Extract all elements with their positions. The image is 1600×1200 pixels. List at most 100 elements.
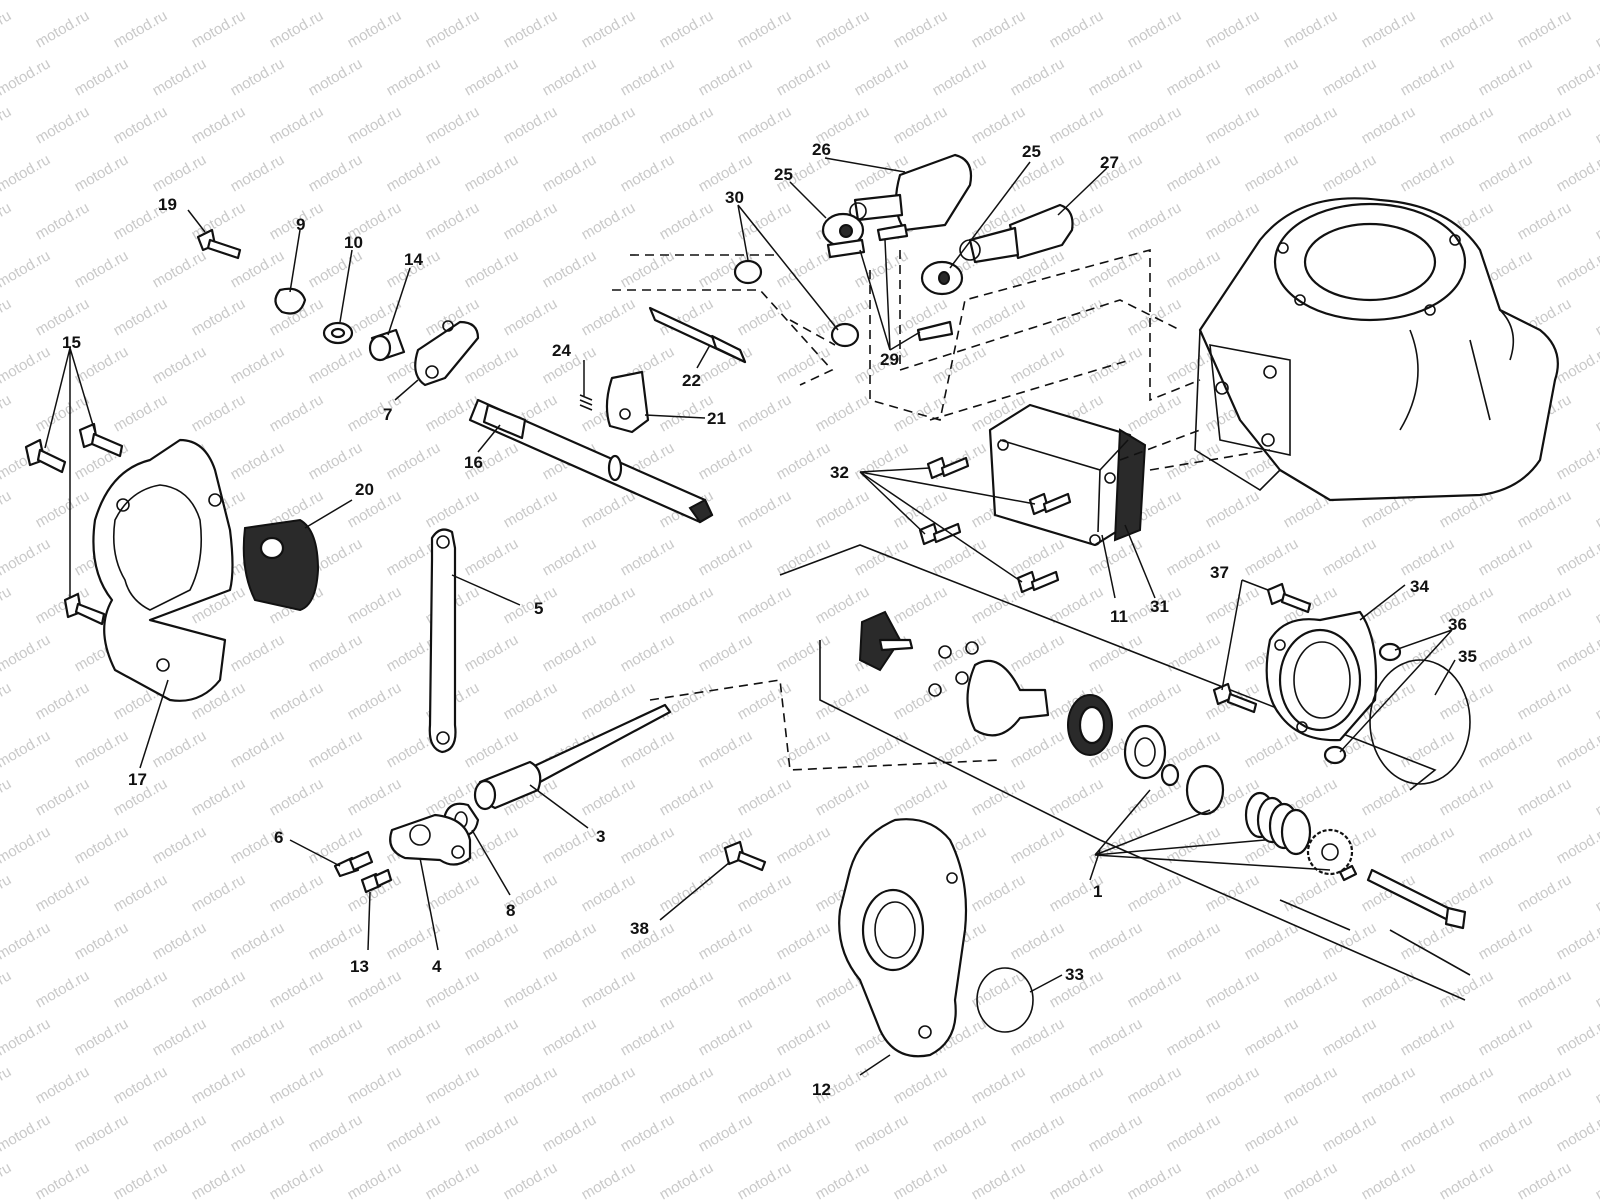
watermark-text: motod.ru bbox=[852, 1111, 912, 1155]
watermark-text: motod.ru bbox=[1125, 679, 1185, 723]
watermark-text: motod.ru bbox=[462, 535, 522, 579]
watermark-text: motod.ru bbox=[501, 7, 561, 51]
watermark-text: motod.ru bbox=[0, 679, 14, 723]
watermark-text: motod.ru bbox=[735, 487, 795, 531]
watermark-text: motod.ru bbox=[72, 727, 132, 771]
watermark-text: motod.ru bbox=[1515, 7, 1575, 51]
callout-7: 7 bbox=[383, 405, 392, 424]
watermark-text: motod.ru bbox=[774, 55, 834, 99]
watermark-text: motod.ru bbox=[189, 775, 249, 819]
watermark-text: motod.ru bbox=[150, 823, 210, 867]
watermark-text: motod.ru bbox=[345, 391, 405, 435]
watermark-text: motod.ru bbox=[813, 7, 873, 51]
watermark-text: motod.ru bbox=[1593, 775, 1600, 819]
part-10-washer bbox=[322, 321, 354, 345]
watermark-text: motod.ru bbox=[1515, 583, 1575, 627]
watermark-text: motod.ru bbox=[618, 151, 678, 195]
watermark-text: motod.ru bbox=[0, 727, 53, 771]
watermark-text: motod.ru bbox=[462, 727, 522, 771]
watermark-text: motod.ru bbox=[891, 1159, 951, 1200]
watermark-text: motod.ru bbox=[1008, 0, 1068, 3]
watermark-text: motod.ru bbox=[657, 583, 717, 627]
watermark-text: motod.ru bbox=[72, 55, 132, 99]
watermark-text: motod.ru bbox=[891, 775, 951, 819]
watermark-text: motod.ru bbox=[0, 1015, 53, 1059]
watermark-text: motod.ru bbox=[1281, 103, 1341, 147]
watermark-text: motod.ru bbox=[1476, 1111, 1536, 1155]
watermark-text: motod.ru bbox=[0, 151, 53, 195]
watermark-text: motod.ru bbox=[0, 487, 14, 531]
watermark-text: motod.ru bbox=[618, 1015, 678, 1059]
watermark-text: motod.ru bbox=[0, 919, 53, 963]
watermark-text: motod.ru bbox=[501, 967, 561, 1011]
watermark-text: motod.ru bbox=[1359, 103, 1419, 147]
watermark-text: motod.ru bbox=[111, 871, 171, 915]
watermark-text: motod.ru bbox=[735, 967, 795, 1011]
watermark-text: motod.ru bbox=[462, 1111, 522, 1155]
watermark-text: motod.ru bbox=[1164, 631, 1224, 675]
watermark-text: motod.ru bbox=[267, 871, 327, 915]
watermark-text: motod.ru bbox=[579, 487, 639, 531]
watermark-text: motod.ru bbox=[111, 1063, 171, 1107]
watermark-text: motod.ru bbox=[33, 871, 93, 915]
watermark-text: motod.ru bbox=[1554, 535, 1600, 579]
watermark-text: motod.ru bbox=[72, 919, 132, 963]
watermark-text: motod.ru bbox=[618, 631, 678, 675]
watermark-text: motod.ru bbox=[1125, 295, 1185, 339]
watermark-text: motod.ru bbox=[696, 631, 756, 675]
part-15-bolts bbox=[24, 422, 124, 626]
watermark-text: motod.ru bbox=[579, 775, 639, 819]
pump-seal-bearing bbox=[1067, 694, 1225, 816]
watermark-text: motod.ru bbox=[540, 919, 600, 963]
watermark-text: motod.ru bbox=[540, 151, 600, 195]
watermark-text: motod.ru bbox=[696, 1111, 756, 1155]
watermark-text: motod.ru bbox=[696, 535, 756, 579]
watermark-text: motod.ru bbox=[423, 199, 483, 243]
watermark-text: motod.ru bbox=[267, 1159, 327, 1200]
watermark-text: motod.ru bbox=[657, 775, 717, 819]
watermark-text: motod.ru bbox=[1008, 1015, 1068, 1059]
watermark-text: motod.ru bbox=[735, 775, 795, 819]
watermark-text: motod.ru bbox=[1359, 775, 1419, 819]
watermark-text: motod.ru bbox=[540, 1015, 600, 1059]
watermark-text: motod.ru bbox=[33, 103, 93, 147]
watermark-text: motod.ru bbox=[540, 0, 600, 3]
watermark-text: motod.ru bbox=[1203, 103, 1263, 147]
watermark-text: motod.ru bbox=[1437, 7, 1497, 51]
watermark-text: motod.ru bbox=[1203, 487, 1263, 531]
watermark-text: motod.ru bbox=[1515, 1063, 1575, 1107]
part-35-oring bbox=[1369, 659, 1471, 785]
leader-lines bbox=[44, 157, 1456, 1076]
watermark-text: motod.ru bbox=[306, 727, 366, 771]
watermark-text: motod.ru bbox=[1086, 55, 1146, 99]
watermark-text: motod.ru bbox=[735, 391, 795, 435]
watermark-text: motod.ru bbox=[891, 391, 951, 435]
watermark-text: motod.ru bbox=[306, 247, 366, 291]
watermark-text: motod.ru bbox=[0, 295, 14, 339]
watermark-text: motod.ru bbox=[1320, 55, 1380, 99]
watermark-text: motod.ru bbox=[1164, 919, 1224, 963]
watermark-text: motod.ru bbox=[579, 295, 639, 339]
watermark-text: motod.ru bbox=[1437, 1063, 1497, 1107]
watermark-text: motod.ru bbox=[1476, 727, 1536, 771]
watermark-text: motod.ru bbox=[345, 103, 405, 147]
watermark-text: motod.ru bbox=[1242, 55, 1302, 99]
watermark-text: motod.ru bbox=[72, 0, 132, 3]
watermark-text: motod.ru bbox=[0, 343, 53, 387]
callout-26: 26 bbox=[812, 140, 831, 159]
watermark-text: motod.ru bbox=[774, 1015, 834, 1059]
watermark-text: motod.ru bbox=[306, 343, 366, 387]
watermark-text: motod.ru bbox=[1047, 7, 1107, 51]
watermark-text: motod.ru bbox=[384, 55, 444, 99]
watermark-text: motod.ru bbox=[1359, 967, 1419, 1011]
watermark-text: motod.ru bbox=[1398, 0, 1458, 3]
callout-6: 6 bbox=[274, 828, 283, 847]
watermark-text: motod.ru bbox=[579, 103, 639, 147]
callout-25a: 25 bbox=[774, 165, 793, 184]
watermark-text: motod.ru bbox=[1242, 151, 1302, 195]
watermark-text: motod.ru bbox=[1008, 1111, 1068, 1155]
watermark-text: motod.ru bbox=[150, 1111, 210, 1155]
part-38-bolt bbox=[723, 840, 767, 872]
watermark-text: motod.ru bbox=[735, 7, 795, 51]
watermark-text: motod.ru bbox=[228, 343, 288, 387]
